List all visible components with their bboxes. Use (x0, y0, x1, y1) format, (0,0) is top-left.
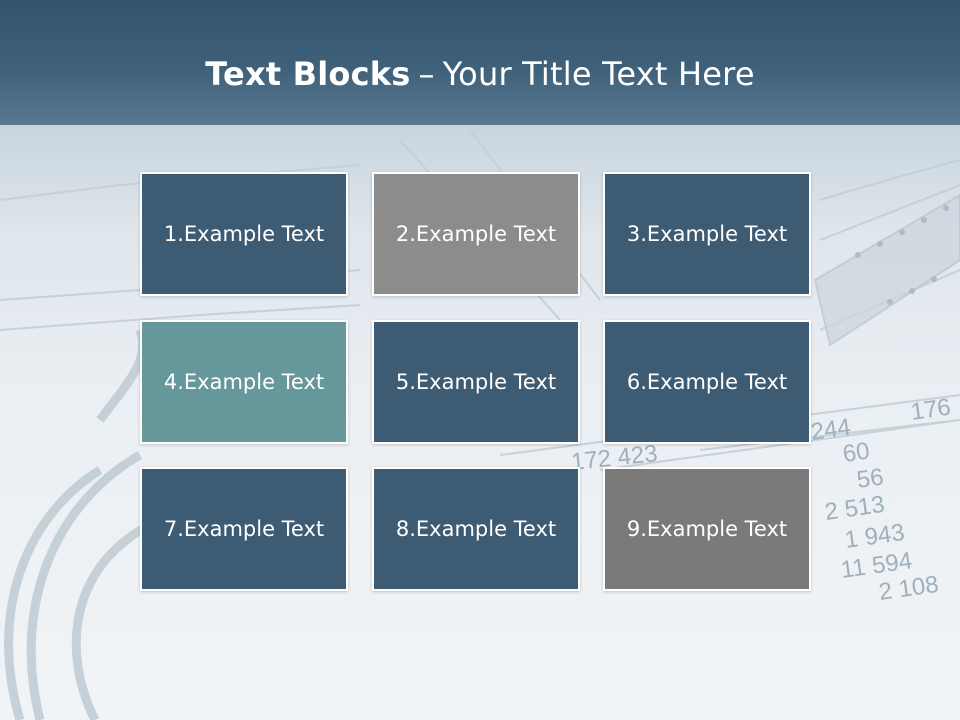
text-block-label: 4.Example Text (163, 370, 325, 394)
bg-number-2513: 2 513 (823, 491, 886, 526)
bg-number-176: 176 (909, 394, 952, 426)
text-block-7[interactable]: 7.Example Text (140, 467, 348, 591)
text-block-6[interactable]: 6.Example Text (603, 320, 811, 444)
text-block-label: 3.Example Text (626, 222, 788, 246)
title-separator: – (418, 55, 435, 93)
text-block-3[interactable]: 3.Example Text (603, 172, 811, 296)
text-block-9[interactable]: 9.Example Text (603, 467, 811, 591)
text-block-4[interactable]: 4.Example Text (140, 320, 348, 444)
bg-number-56: 56 (855, 463, 885, 493)
text-block-2[interactable]: 2.Example Text (372, 172, 580, 296)
text-block-label: 8.Example Text (395, 517, 557, 541)
slide-title: Text Blocks–Your Title Text Here (0, 55, 960, 93)
bg-number-244: 244 (809, 414, 852, 446)
text-block-1[interactable]: 1.Example Text (140, 172, 348, 296)
text-block-label: 6.Example Text (626, 370, 788, 394)
text-block-label: 5.Example Text (395, 370, 557, 394)
text-block-label: 1.Example Text (163, 222, 325, 246)
title-bold: Text Blocks (205, 55, 411, 93)
text-block-label: 2.Example Text (395, 222, 557, 246)
text-block-5[interactable]: 5.Example Text (372, 320, 580, 444)
text-block-8[interactable]: 8.Example Text (372, 467, 580, 591)
text-block-label: 9.Example Text (626, 517, 788, 541)
text-block-label: 7.Example Text (163, 517, 325, 541)
bg-number-60: 60 (841, 437, 871, 467)
title-rest: Your Title Text Here (442, 55, 755, 93)
